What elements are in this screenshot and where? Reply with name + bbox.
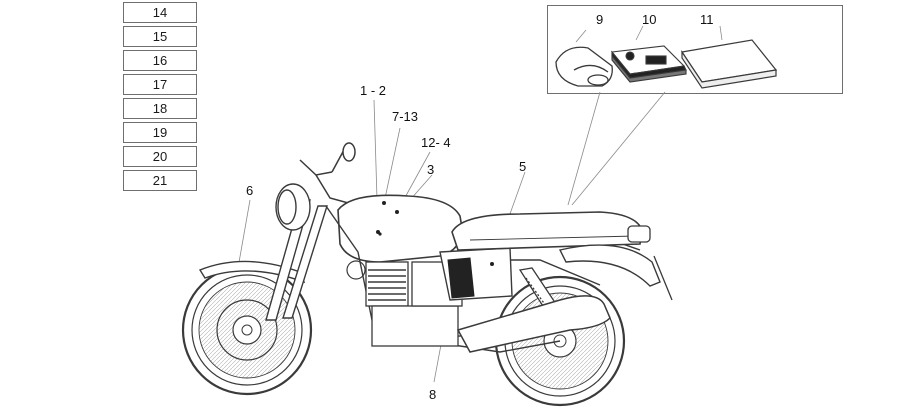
- ref-box: 16: [123, 50, 197, 71]
- exhaust: [456, 295, 611, 353]
- front-fender: [198, 260, 306, 284]
- callout-10: 10: [642, 12, 657, 27]
- ref-box: 17: [123, 74, 197, 95]
- tail-light: [627, 225, 673, 301]
- reference-number-list: 14 15 16 17 18 19 20 21: [123, 2, 197, 194]
- tank-sticker-points: [376, 201, 399, 236]
- callout-11: 11: [700, 12, 714, 27]
- callout-7-13: 7-13: [392, 109, 419, 124]
- booklet-stack-icon: [610, 45, 687, 83]
- ref-box: 15: [123, 26, 197, 47]
- rear-fender: [558, 244, 661, 287]
- callout-8: 8: [429, 387, 437, 402]
- ref-box: 21: [123, 170, 197, 191]
- handlebar: [299, 142, 356, 205]
- ref-box: 20: [123, 146, 197, 167]
- ref-box: 14: [123, 2, 197, 23]
- engine: [365, 261, 463, 347]
- ref-box: 19: [123, 122, 197, 143]
- front-wheel: [181, 264, 313, 396]
- side-panel: [439, 247, 513, 301]
- manual-book-icon: [680, 39, 778, 89]
- callout-5: 5: [519, 159, 527, 174]
- callout-6: 6: [246, 183, 254, 198]
- tool-pouch-icon: [555, 46, 613, 87]
- headlight: [275, 183, 311, 231]
- callout-12-4: 12- 4: [421, 135, 451, 150]
- callout-1-2: 1 - 2: [360, 83, 387, 98]
- seat: [451, 211, 643, 251]
- ref-box: 18: [123, 98, 197, 119]
- callout-3: 3: [427, 162, 435, 177]
- callout-9: 9: [596, 12, 604, 27]
